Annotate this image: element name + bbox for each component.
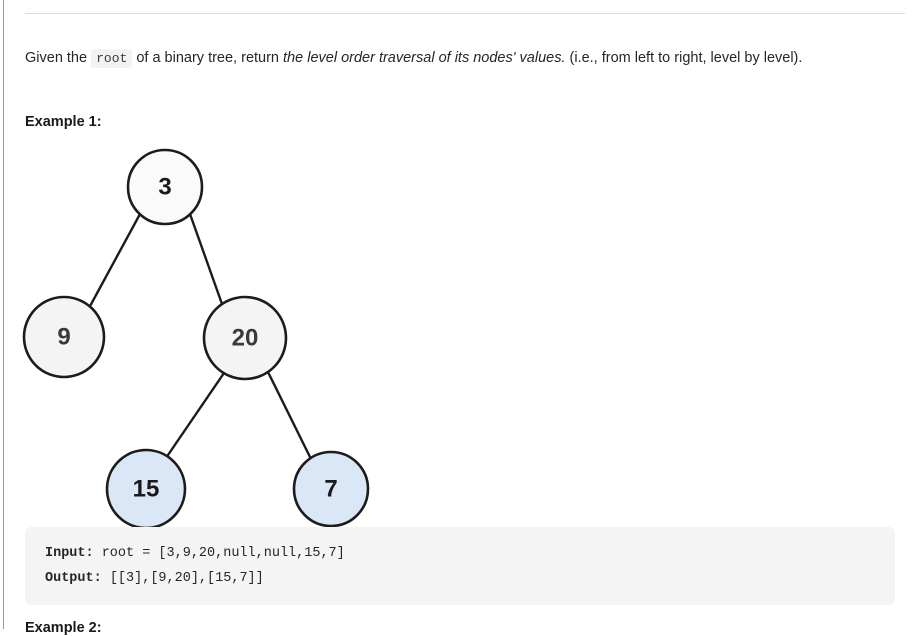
- example-1-input-line: Input: root = [3,9,20,null,null,15,7]: [45, 541, 875, 566]
- example-1-heading: Example 1:: [25, 114, 102, 130]
- node-circle-9: [22, 295, 106, 379]
- input-label: Input:: [45, 546, 94, 561]
- node-label-9: 9: [57, 324, 70, 351]
- node-label-3: 3: [158, 174, 171, 201]
- node-label-7: 7: [324, 476, 337, 503]
- tree-edges: [87, 212, 312, 459]
- statement-text-tail: (i.e., from left to right, level by leve…: [565, 49, 803, 66]
- input-value: root = [3,9,20,null,null,15,7]: [93, 546, 345, 561]
- output-label: Output:: [45, 571, 102, 586]
- tree-node-7: 7: [292, 450, 370, 528]
- panel-left-rule: [3, 0, 4, 629]
- inline-code-root: root: [91, 48, 133, 68]
- edge-20-15: [166, 371, 226, 457]
- tree-node-9: 9: [22, 295, 106, 379]
- node-label-15: 15: [133, 476, 160, 503]
- example-1-code-block: Input: root = [3,9,20,null,null,15,7] Ou…: [25, 527, 895, 605]
- statement-text-before: Given the: [25, 49, 92, 66]
- output-value: [[3],[9,20],[15,7]]: [101, 571, 264, 586]
- top-divider: [25, 13, 905, 14]
- node-circle-7: [292, 450, 370, 528]
- binary-tree-diagram: 3 9 20 15 7: [0, 140, 430, 530]
- tree-node-15: 15: [105, 448, 187, 530]
- tree-node-3: 3: [126, 148, 204, 226]
- edge-3-20: [188, 212, 224, 306]
- statement-emphasis: the level order traversal of its nodes' …: [283, 49, 566, 66]
- node-circle-20: [202, 295, 288, 381]
- example-2-heading: Example 2:: [25, 620, 102, 636]
- node-label-20: 20: [232, 325, 259, 352]
- edge-20-7: [266, 370, 312, 459]
- node-circle-3: [126, 148, 204, 226]
- edge-3-9: [87, 212, 142, 310]
- statement-text-after: of a binary tree, return: [132, 49, 284, 66]
- problem-statement: Given the root of a binary tree, return …: [25, 47, 905, 70]
- example-1-output-line: Output: [[3],[9,20],[15,7]]: [45, 566, 875, 591]
- tree-node-20: 20: [202, 295, 288, 381]
